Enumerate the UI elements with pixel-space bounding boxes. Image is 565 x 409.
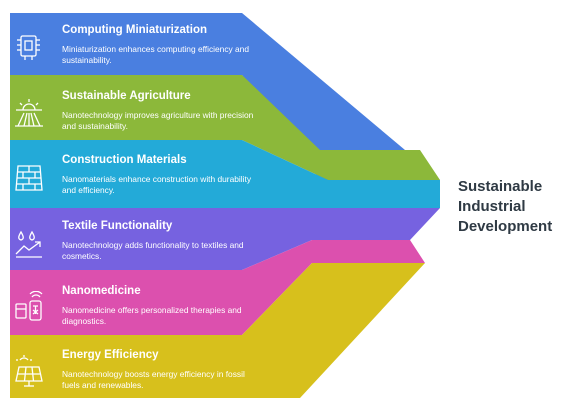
item-description: Nanomedicine offers personalized therapi… (62, 305, 242, 326)
medicine-device-icon (15, 291, 43, 321)
solar-panel-icon (15, 355, 43, 387)
brick-wall-icon (15, 165, 43, 191)
arrow-bands (10, 13, 440, 398)
item-computing-miniaturization: Computing Miniaturization Miniaturizatio… (12, 22, 262, 84)
sun-field-icon (15, 99, 43, 127)
band-energy (10, 263, 425, 398)
circuit-chip-icon (17, 35, 40, 60)
item-title: Construction Materials (62, 154, 187, 166)
item-construction-materials: Construction Materials Nanomaterials enh… (12, 152, 262, 214)
conclusion-label: Sustainable Industrial Development (458, 177, 565, 237)
band-textile (10, 208, 440, 270)
item-title: Computing Miniaturization (62, 24, 208, 36)
item-title: Energy Efficiency (62, 349, 159, 361)
item-energy-efficiency: Energy Efficiency Nanotechnology boosts … (12, 347, 262, 409)
band-computing (10, 13, 440, 180)
item-title: Sustainable Agriculture (62, 90, 191, 102)
item-sustainable-agriculture: Sustainable Agriculture Nanotechnology i… (12, 88, 262, 150)
item-nanomedicine: Nanomedicine Nanomedicine offers persona… (12, 283, 262, 345)
item-title: Textile Functionality (62, 220, 173, 232)
conclusion-line: Industrial (458, 198, 526, 215)
band-nanomedicine (10, 240, 425, 335)
item-description: Nanotechnology improves agriculture with… (62, 110, 254, 131)
conclusion-line: Sustainable (458, 178, 543, 195)
conclusion-line: Development (458, 218, 553, 235)
converging-arrows-diagram: Computing Miniaturization Miniaturizatio… (10, 13, 565, 398)
item-description: Nanotechnology boosts energy efficiency … (62, 369, 245, 390)
item-description: Nanomaterials enhance construction with … (62, 174, 252, 195)
band-agriculture (10, 75, 440, 180)
item-description: Miniaturization enhances computing effic… (62, 44, 249, 65)
drops-chart-icon (15, 230, 42, 258)
item-title: Nanomedicine (62, 285, 141, 297)
item-textile-functionality: Textile Functionality Nanotechnology add… (12, 218, 262, 280)
item-description: Nanotechnology adds functionality to tex… (62, 240, 244, 261)
band-construction (10, 140, 440, 208)
